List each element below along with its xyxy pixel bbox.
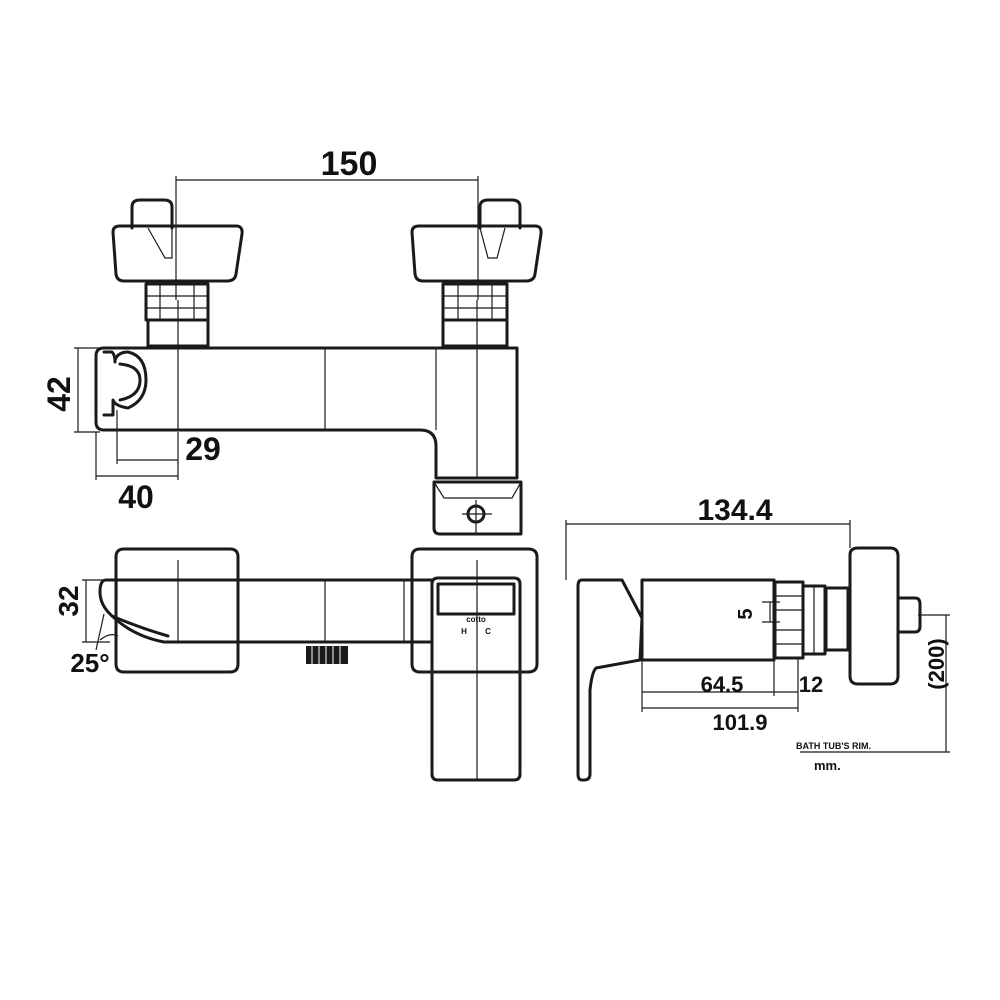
outlet-thread xyxy=(306,646,348,664)
brand-label: cotto xyxy=(466,615,486,624)
lever-handle xyxy=(430,576,522,782)
dim-5 xyxy=(762,601,780,623)
dim-134-label: 134.4 xyxy=(697,494,772,527)
dim-200 xyxy=(800,614,950,753)
dim-42-label: 42 xyxy=(41,376,77,412)
dim-29-label: 29 xyxy=(185,431,221,467)
dim-12 xyxy=(774,658,799,712)
diverter-knob xyxy=(432,480,523,536)
dim-29 xyxy=(116,410,179,464)
angle-label: 25° xyxy=(70,648,109,678)
mixer-body-top xyxy=(94,346,519,480)
spout-body xyxy=(98,578,434,644)
dim-40-label: 40 xyxy=(118,479,154,515)
unit-label: mm. xyxy=(814,758,841,773)
dim-12-label: 12 xyxy=(799,672,823,697)
dim-32 xyxy=(82,579,110,643)
shower-holder-cutout xyxy=(102,350,148,417)
dim-64-5 xyxy=(641,660,775,712)
dim-150-label: 150 xyxy=(321,145,378,183)
dim-32-label: 32 xyxy=(53,585,84,616)
dim-200-label: (200) xyxy=(924,638,949,689)
right-inlet xyxy=(410,198,543,348)
dim-5-label: 5 xyxy=(735,608,757,619)
angle-marker xyxy=(95,613,119,651)
dim-40 xyxy=(95,432,179,480)
hot-label: H xyxy=(461,627,467,636)
cold-label: C xyxy=(485,627,491,636)
bathtub-rim-label: BATH TUB'S RIM. xyxy=(796,741,871,751)
side-view xyxy=(576,546,922,782)
dim-42 xyxy=(74,347,104,433)
dim-150 xyxy=(175,176,479,300)
dim-64-5-label: 64.5 xyxy=(701,672,744,697)
dim-101-9-label: 101.9 xyxy=(712,710,767,735)
dim-134 xyxy=(565,520,851,580)
front-view xyxy=(98,547,539,782)
wall-bracket xyxy=(576,578,644,782)
top-view xyxy=(94,198,543,536)
left-inlet xyxy=(111,198,244,348)
